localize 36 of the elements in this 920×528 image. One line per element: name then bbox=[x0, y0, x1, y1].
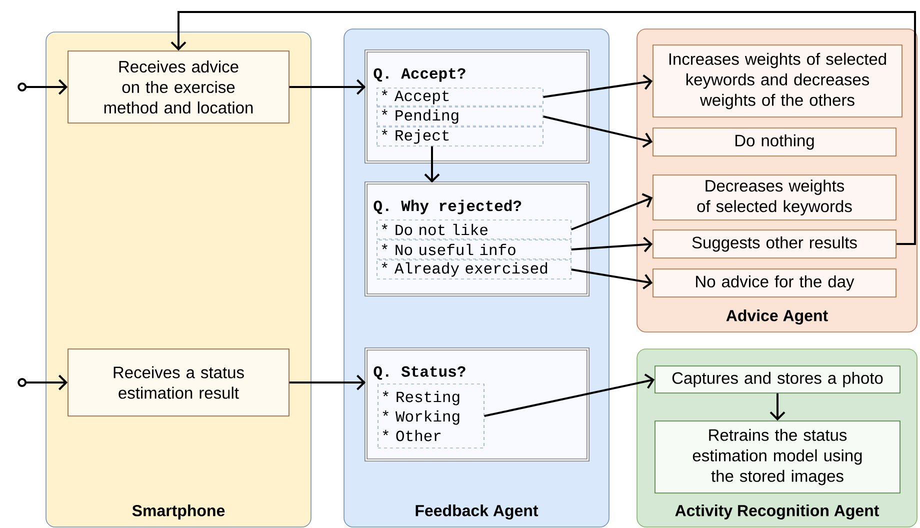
panel-title: Feedback Agent bbox=[416, 504, 538, 520]
arrow bbox=[18, 374, 68, 390]
arrow bbox=[18, 79, 68, 95]
question-title: Q. Why rejected? bbox=[374, 200, 522, 214]
question-title: Q. Accept? bbox=[374, 68, 466, 82]
process-box: Captures and stores a photo bbox=[654, 366, 900, 394]
arrow bbox=[543, 116, 653, 148]
panel-title: Smartphone bbox=[132, 504, 225, 520]
option-box: * Accept bbox=[376, 88, 544, 106]
process-box: Suggests other results bbox=[652, 230, 896, 258]
arrow bbox=[571, 236, 653, 252]
question-title: Q. Status? bbox=[374, 366, 466, 380]
arrow bbox=[424, 146, 440, 183]
arrow bbox=[571, 268, 653, 290]
option-list: * Resting * Working * Other bbox=[378, 384, 484, 448]
process-box: No advice for the day bbox=[652, 268, 896, 298]
arrow bbox=[543, 74, 653, 98]
process-box: Increases weights of selected keywords and decreases weights of the others bbox=[652, 44, 902, 118]
panel-title: Activity Recognition Agent bbox=[675, 504, 880, 520]
option-box: * Pending bbox=[376, 106, 544, 126]
arrow bbox=[289, 79, 366, 95]
option-box: * No useful info bbox=[376, 240, 572, 260]
option-box: * Already exercised bbox=[376, 260, 572, 280]
arrow bbox=[570, 193, 653, 230]
process-box: Receives advice on the exercise method and location bbox=[68, 50, 290, 124]
arrow bbox=[170, 11, 916, 245]
option-box: * Reject bbox=[376, 126, 544, 146]
arrow bbox=[770, 393, 786, 421]
arrow bbox=[484, 374, 655, 417]
process-box: Decreases weights of selected keywords bbox=[652, 174, 896, 220]
process-box: Receives a status estimation result bbox=[68, 348, 290, 416]
arrow bbox=[289, 374, 366, 390]
panel-title: Advice Agent bbox=[726, 310, 828, 324]
process-box: Do nothing bbox=[652, 128, 896, 156]
option-box: * Do not like bbox=[376, 220, 572, 240]
process-box: Retrains the status estimation model using the stored images bbox=[654, 420, 900, 494]
